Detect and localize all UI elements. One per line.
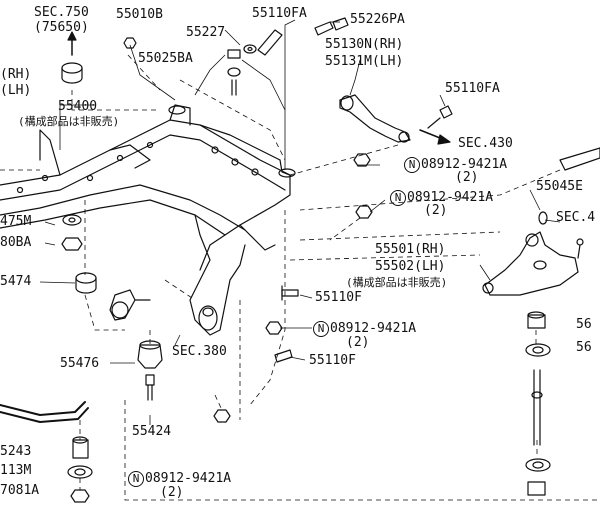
label-55130n: 55130N(RH) xyxy=(325,37,404,52)
circle-n-mark: N xyxy=(390,190,406,206)
lower-arm xyxy=(482,231,584,296)
label-nut-08912-3-text: 08912-9421A xyxy=(330,321,417,336)
label-5474: 5474 xyxy=(0,274,32,289)
label-not-sold-2: (構成部品は非販売) xyxy=(346,276,448,289)
label-not-sold-1: (構成部品は非販売) xyxy=(18,115,120,128)
circle-n-mark: N xyxy=(313,321,329,337)
rear-subframe xyxy=(0,104,293,336)
label-qty-3: (2) xyxy=(346,335,370,350)
label-nut-08912-2-text: 08912-9421A xyxy=(407,190,494,205)
label-475m: 475M xyxy=(0,214,32,229)
label-113m: 113M xyxy=(0,463,32,478)
label-55110f-1: 55110F xyxy=(315,290,362,305)
label-55110f-2: 55110F xyxy=(309,353,356,368)
label-55501: 55501(RH) xyxy=(375,242,446,257)
label-qty-1: (2) xyxy=(455,170,479,185)
label-55502: 55502(LH) xyxy=(375,259,446,274)
label-55131m: 55131M(LH) xyxy=(325,54,404,69)
label-55025ba: 55025BA xyxy=(138,51,193,66)
circle-n-mark: N xyxy=(128,471,144,487)
label-55424: 55424 xyxy=(132,424,172,439)
label-56-a: 56 xyxy=(576,317,592,332)
label-sec750: SEC.750 xyxy=(34,5,89,20)
upper-link xyxy=(339,94,411,143)
label-55045e: 55045E xyxy=(536,179,583,194)
label-nut-08912-4-text: 08912-9421A xyxy=(145,471,232,486)
label-55476: 55476 xyxy=(60,356,100,371)
label-80ba: 80BA xyxy=(0,235,32,250)
label-5243: 5243 xyxy=(0,444,32,459)
label-55110fa-right: 55110FA xyxy=(445,81,500,96)
label-sec430: SEC.430 xyxy=(458,136,513,151)
label-sec380: SEC.380 xyxy=(172,344,227,359)
label-nut-08912-1-text: 08912-9421A xyxy=(421,157,508,172)
label-56-b: 56 xyxy=(576,340,592,355)
label-55400: 55400 xyxy=(58,99,98,114)
label-55110fa-top: 55110FA xyxy=(252,6,307,21)
label-qty-2: (2) xyxy=(424,203,448,218)
label-lh-left: (LH) xyxy=(0,83,32,98)
label-55227: 55227 xyxy=(186,25,226,40)
label-55010b: 55010B xyxy=(116,7,163,22)
label-rh-left: (RH) xyxy=(0,67,32,82)
label-55226pa: 55226PA xyxy=(350,12,405,27)
circle-n-mark: N xyxy=(404,157,420,173)
label-sec4-right: SEC.4 xyxy=(556,210,596,225)
label-sec750-ref: (75650) xyxy=(34,20,89,35)
mount-75650 xyxy=(61,62,83,84)
label-7081a: 7081A xyxy=(0,483,40,498)
label-qty-4: (2) xyxy=(160,485,184,500)
